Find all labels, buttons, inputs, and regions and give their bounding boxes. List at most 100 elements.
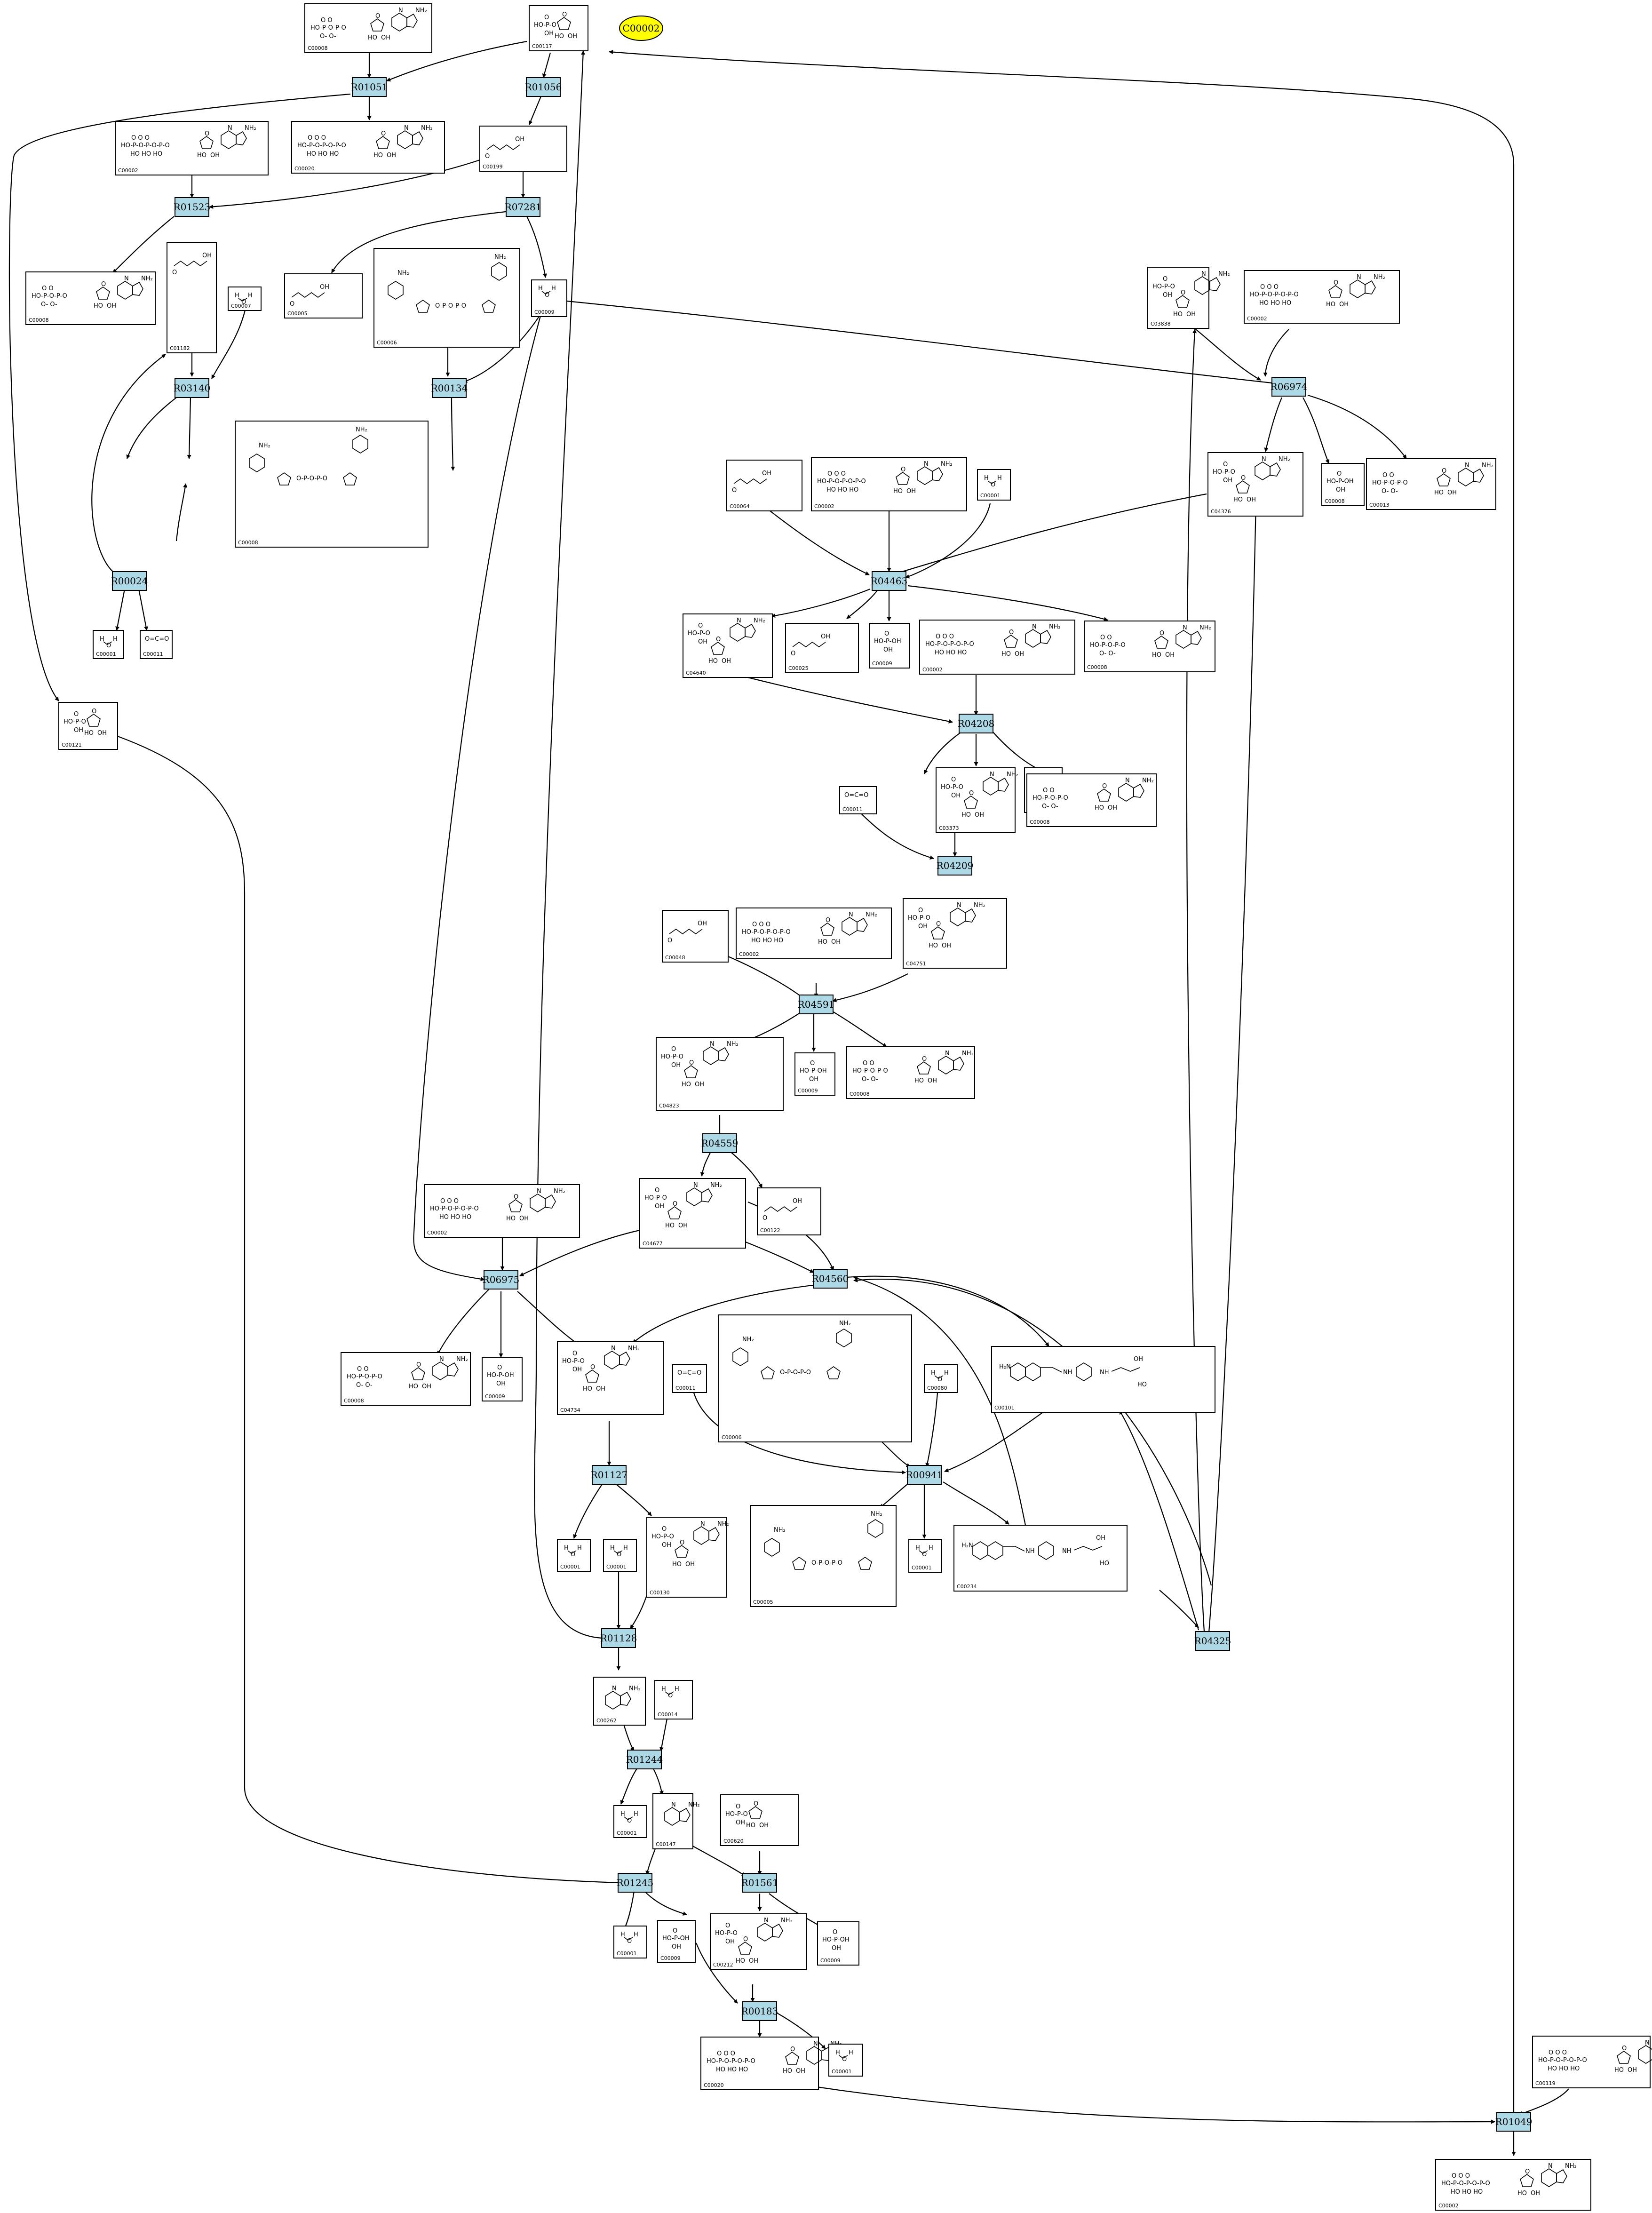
compound-node[interactable]: C00121 (58, 702, 118, 750)
compound-box[interactable] (656, 1037, 784, 1111)
compound-node[interactable]: C00001 (613, 1926, 647, 1958)
compound-box[interactable] (58, 702, 118, 750)
reaction-box[interactable] (618, 1873, 652, 1893)
compound-node[interactable]: C00002 (811, 457, 967, 511)
compound-box[interactable] (869, 623, 910, 669)
compound-box[interactable] (482, 1357, 523, 1401)
compound-node[interactable]: C00020 (700, 2037, 842, 2090)
compound-node[interactable]: C00009 (482, 1357, 523, 1401)
reaction-box[interactable] (627, 1750, 662, 1769)
reaction-node[interactable]: R01128 (600, 1628, 637, 1648)
compound-node[interactable]: C00001 (603, 1539, 637, 1572)
reaction-box[interactable] (959, 714, 993, 733)
reaction-node[interactable]: R06974 (1271, 377, 1308, 397)
compound-node[interactable]: C00002 (1244, 270, 1400, 324)
compound-node[interactable]: C00008 (304, 3, 432, 53)
compound-node[interactable]: C00212 (710, 1913, 807, 1970)
reaction-box[interactable] (175, 378, 209, 398)
compound-node[interactable]: C04751 (903, 898, 1007, 969)
reaction-box[interactable] (592, 1465, 627, 1485)
reaction-node[interactable]: R01244 (626, 1750, 663, 1769)
reaction-box[interactable] (702, 1133, 737, 1153)
compound-node[interactable]: C04677 (639, 1178, 746, 1249)
reaction-node[interactable]: R04209 (937, 856, 974, 876)
reaction-box[interactable] (601, 1628, 636, 1648)
compound-box[interactable] (936, 767, 1016, 833)
reaction-node[interactable]: R03140 (174, 378, 211, 398)
compound-box[interactable] (1147, 267, 1209, 329)
compound-node[interactable]: C00001 (977, 469, 1011, 501)
compound-node[interactable]: C00008 (1084, 621, 1215, 672)
reaction-node[interactable]: R00134 (431, 378, 468, 398)
compound-box[interactable] (167, 242, 217, 353)
compound-node[interactable]: C00002 (736, 907, 892, 959)
reaction-node[interactable]: R01245 (617, 1873, 654, 1893)
compound-node[interactable]: C01182 (167, 242, 217, 353)
compound-box[interactable] (1084, 621, 1215, 672)
compound-node[interactable]: C00101 (991, 1346, 1215, 1413)
reaction-box[interactable] (742, 1873, 777, 1893)
reaction-box[interactable] (112, 571, 147, 591)
compound-node[interactable]: C00006 (718, 1314, 912, 1442)
compound-box[interactable] (235, 421, 429, 548)
compound-node[interactable]: C00020 (291, 121, 445, 174)
compound-node[interactable]: C00005 (284, 273, 363, 318)
compound-node[interactable]: C00147 (652, 1793, 700, 1849)
compound-box[interactable] (646, 1517, 727, 1598)
compound-node[interactable]: C00199 (479, 126, 567, 172)
reaction-box[interactable] (872, 571, 906, 591)
compound-node[interactable]: C00011 (672, 1364, 707, 1393)
reaction-box[interactable] (432, 378, 467, 398)
compound-node[interactable]: C03373 (936, 767, 1019, 833)
compound-node[interactable]: C00011 (140, 630, 173, 659)
compound-node[interactable]: C00130 (646, 1517, 730, 1598)
compound-node[interactable]: C00064 (726, 460, 802, 511)
compound-box[interactable] (757, 1187, 821, 1235)
compound-box[interactable] (817, 1921, 859, 1966)
compound-node[interactable]: C00262 (593, 1677, 646, 1726)
reaction-box[interactable] (813, 1269, 848, 1289)
compound-node[interactable]: C00008 (1026, 773, 1157, 827)
reaction-node[interactable]: R07281 (505, 197, 542, 217)
compound-box[interactable] (846, 1046, 975, 1099)
compound-box[interactable] (991, 1346, 1215, 1413)
compound-box[interactable] (750, 1505, 897, 1607)
compound-node[interactable]: C00234 (953, 1525, 1128, 1592)
reaction-node[interactable]: R04559 (701, 1133, 739, 1153)
compound-node[interactable]: C00025 (785, 623, 859, 673)
compound-box[interactable] (785, 623, 859, 673)
compound-node[interactable]: C00009 (817, 1921, 859, 1966)
compound-node[interactable]: C00008 (341, 1352, 471, 1406)
compound-node[interactable]: C00048 (662, 910, 729, 963)
compound-node[interactable]: C00002 (424, 1184, 580, 1238)
compound-node[interactable]: C00002 (115, 121, 269, 175)
compound-node[interactable]: C00013 (1366, 458, 1496, 510)
reaction-node[interactable]: R01051 (351, 77, 388, 97)
compound-box[interactable] (557, 1341, 664, 1415)
compound-node[interactable]: C04640 (683, 613, 773, 678)
compound-node[interactable]: C00008 (1321, 463, 1365, 506)
reaction-node[interactable]: R04591 (798, 995, 835, 1014)
highlight-ellipse[interactable] (619, 16, 663, 41)
reaction-node[interactable]: R00024 (111, 571, 148, 591)
reaction-node[interactable]: R04560 (812, 1269, 849, 1289)
compound-box[interactable] (718, 1314, 912, 1442)
compound-node[interactable]: C00001 (828, 2044, 863, 2077)
compound-node[interactable]: C00007 (228, 287, 262, 311)
compound-node[interactable]: C00002 (1435, 2159, 1591, 2211)
compound-box[interactable] (284, 273, 363, 318)
compound-node[interactable]: C00001 (93, 630, 124, 659)
reaction-node[interactable]: R04208 (958, 714, 995, 733)
reaction-node[interactable]: R04325 (1194, 1631, 1231, 1651)
compound-box[interactable] (140, 630, 173, 659)
compound-node[interactable]: C00009 (531, 279, 567, 317)
reaction-box[interactable] (937, 856, 972, 876)
compound-box[interactable] (479, 126, 567, 172)
compound-box[interactable] (720, 1794, 799, 1846)
compound-node[interactable]: C00001 (557, 1539, 591, 1572)
compound-box[interactable] (839, 786, 877, 814)
reaction-node[interactable]: R01561 (741, 1873, 778, 1893)
reaction-box[interactable] (1271, 377, 1306, 397)
reaction-box[interactable] (1195, 1631, 1230, 1651)
compound-node[interactable]: C00009 (794, 1052, 835, 1096)
